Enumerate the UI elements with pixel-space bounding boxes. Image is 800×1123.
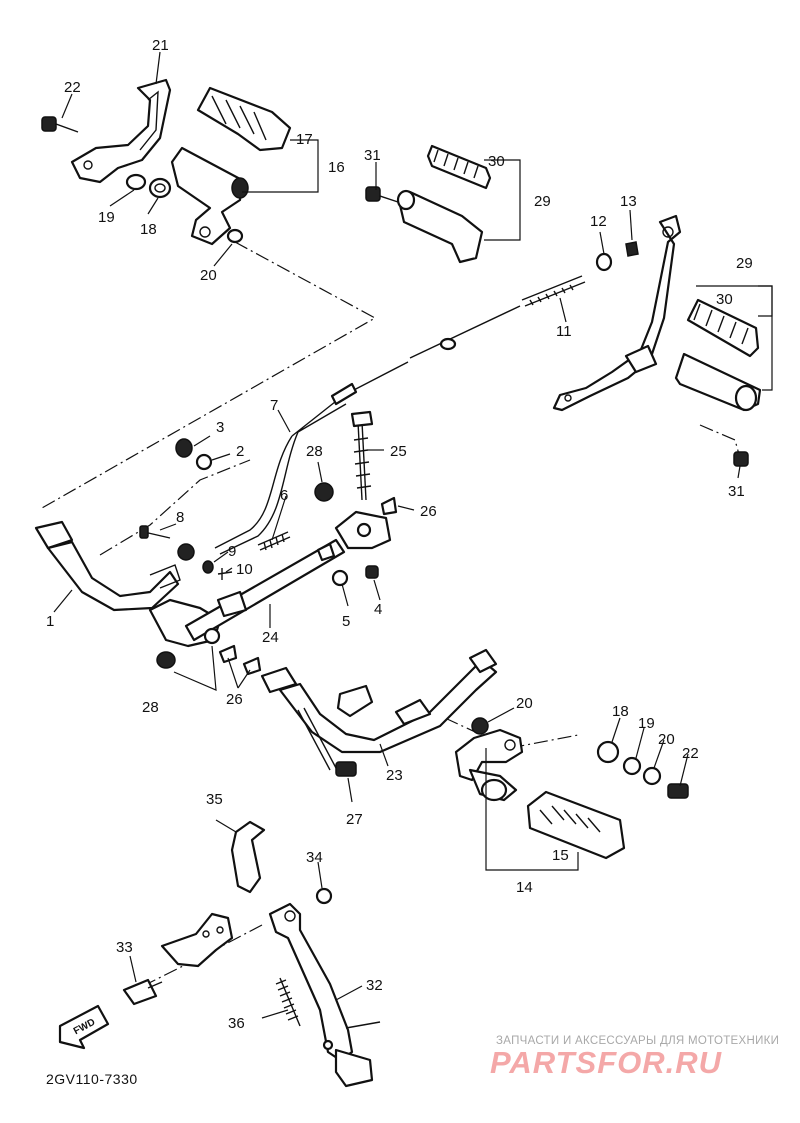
- watermark-logo: PARTSFOR.RU: [490, 1045, 723, 1080]
- callout-12: 12: [590, 213, 607, 230]
- drawing-code: 2GV110-7330: [46, 1071, 138, 1087]
- callout-32: 32: [366, 977, 383, 994]
- leader-lines: [53, 51, 773, 1019]
- callout-18: 18: [140, 221, 157, 238]
- callout-22: 22: [64, 79, 81, 96]
- callout-9: 9: [228, 543, 236, 560]
- callout-29: 29: [534, 193, 551, 210]
- brake-pedal-assembly: [34, 510, 392, 676]
- callout-15: 15: [552, 847, 569, 864]
- callout-36: 36: [228, 1015, 245, 1032]
- callout-18-right: 18: [612, 703, 629, 720]
- callout-31-right: 31: [728, 483, 745, 500]
- callout-17: 17: [296, 131, 313, 148]
- side-stand-assembly: [122, 820, 381, 1088]
- callout-10: 10: [236, 561, 253, 578]
- callout-6: 6: [280, 487, 288, 504]
- callout-1: 1: [46, 613, 54, 630]
- callout-13: 13: [620, 193, 637, 210]
- callout-24: 24: [262, 629, 279, 646]
- callout-2: 2: [236, 443, 244, 460]
- callout-26-lower: 26: [226, 691, 243, 708]
- callout-27: 27: [346, 811, 363, 828]
- callout-7: 7: [270, 397, 278, 414]
- callout-5: 5: [342, 613, 350, 630]
- forward-direction-arrow: FWD: [58, 1004, 110, 1050]
- watermark-tagline: ЗАПЧАСТИ И АКСЕССУАРЫ ДЛЯ МОТОТЕХНИКИ: [496, 1035, 779, 1047]
- right-rear-footrest-assembly: [552, 214, 762, 467]
- brake-cable: [177, 275, 586, 561]
- watermark: ЗАПЧАСТИ И АКСЕССУАРЫ ДЛЯ МОТОТЕХНИКИ PA…: [490, 1035, 779, 1080]
- callout-25: 25: [390, 443, 407, 460]
- callout-20-right: 20: [658, 731, 675, 748]
- callout-31: 31: [364, 147, 381, 164]
- callout-28-lower: 28: [142, 699, 159, 716]
- callout-20: 20: [200, 267, 217, 284]
- callout-19: 19: [98, 209, 115, 226]
- callout-34: 34: [306, 849, 323, 866]
- right-front-footrest-assembly: [365, 144, 492, 264]
- callout-23: 23: [386, 767, 403, 784]
- callout-35: 35: [206, 791, 223, 808]
- callout-30-right: 30: [716, 291, 733, 308]
- callout-26: 26: [420, 503, 437, 520]
- callout-11: 11: [556, 323, 572, 340]
- left-rear-footrest-assembly: [41, 78, 292, 246]
- callout-19-right: 19: [638, 715, 655, 732]
- callout-labels: 21 22 17 16 19 18 20 31 30 29 12 13 29 3…: [46, 37, 753, 1032]
- callout-33: 33: [116, 939, 133, 956]
- callout-3: 3: [216, 419, 224, 436]
- callout-4: 4: [374, 601, 382, 618]
- callout-28: 28: [306, 443, 323, 460]
- callout-8: 8: [176, 509, 184, 526]
- callout-20-middle: 20: [516, 695, 533, 712]
- small-hardware: [139, 410, 398, 580]
- callout-29-right: 29: [736, 255, 753, 272]
- callout-14: 14: [516, 879, 533, 896]
- shift-pedal-assembly: [260, 648, 689, 860]
- callout-30: 30: [488, 153, 505, 170]
- callout-22-right: 22: [682, 745, 699, 762]
- callout-21: 21: [152, 37, 169, 54]
- callout-16: 16: [328, 159, 345, 176]
